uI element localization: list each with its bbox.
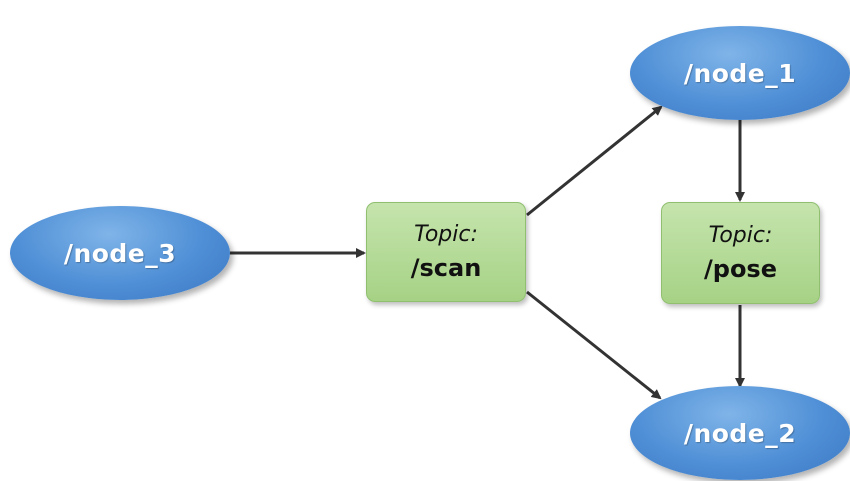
node-3: /node_3 [10, 206, 230, 300]
topic-pose-prefix: Topic: [708, 223, 773, 248]
topic-scan: Topic: /scan [366, 202, 526, 302]
topic-scan-name: /scan [410, 254, 482, 282]
topic-scan-prefix: Topic: [414, 222, 478, 247]
node-3-label: /node_3 [63, 238, 177, 268]
topic-pose: Topic: /pose [661, 202, 820, 304]
edge-scan-to-node1 [526, 105, 663, 217]
edge-scan-to-node2 [526, 290, 662, 400]
node-2: /node_2 [630, 386, 850, 480]
node-2-label: /node_2 [683, 418, 797, 448]
node-1: /node_1 [630, 26, 850, 120]
topic-pose-name: /pose [704, 255, 777, 283]
node-1-label: /node_1 [683, 58, 797, 88]
